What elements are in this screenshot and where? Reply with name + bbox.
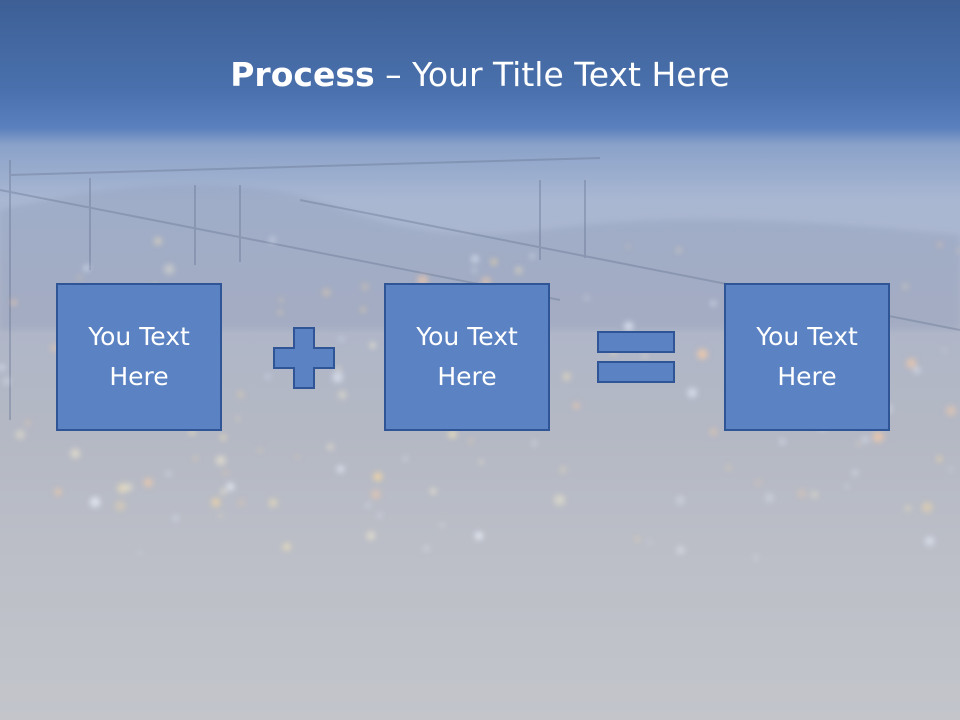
process-box-3-label: You Text Here [756, 322, 858, 391]
slide-title: Process – Your Title Text Here [0, 54, 960, 96]
title-bold-part: Process [230, 55, 375, 94]
process-box-2[interactable]: You Text Here [384, 283, 550, 431]
process-box-1[interactable]: You Text Here [56, 283, 222, 431]
title-rest-part: – Your Title Text Here [374, 55, 730, 94]
plus-icon [273, 327, 335, 389]
process-box-2-label: You Text Here [416, 322, 518, 391]
process-box-1-label: You Text Here [88, 322, 190, 391]
process-box-3[interactable]: You Text Here [724, 283, 890, 431]
equals-icon [597, 331, 675, 383]
